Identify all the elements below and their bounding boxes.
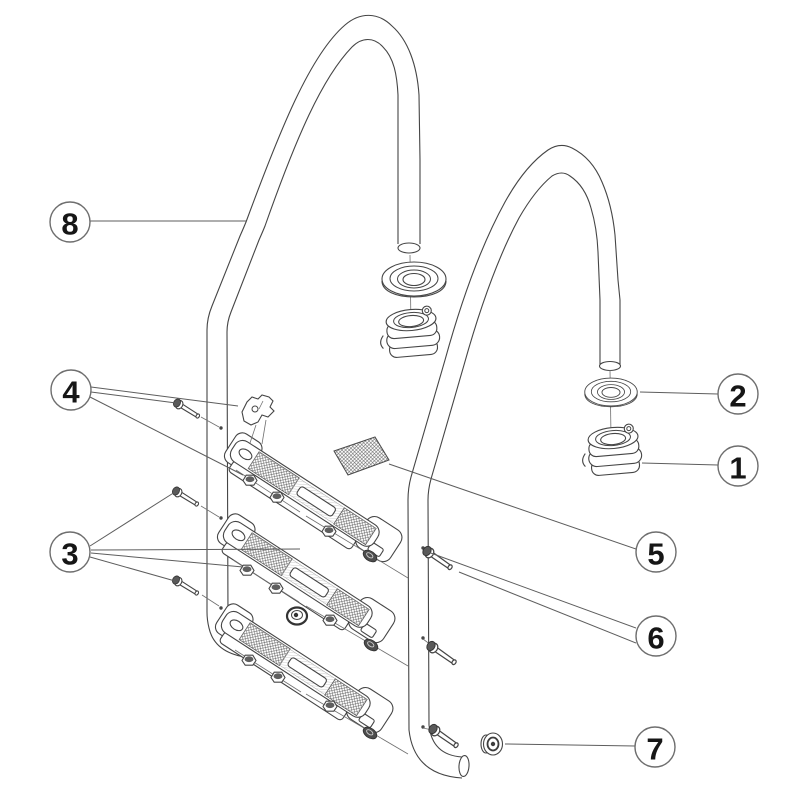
rubber-bumper bbox=[480, 732, 504, 756]
callout-8: 8 bbox=[49, 201, 91, 243]
callout-5-label: 5 bbox=[647, 537, 664, 572]
leader-3a bbox=[89, 491, 176, 547]
callout-2-circle bbox=[717, 373, 759, 415]
anchor-socket-left bbox=[377, 304, 442, 360]
leader-1 bbox=[641, 462, 719, 466]
callout-7: 7 bbox=[634, 726, 676, 768]
callout-6-label: 6 bbox=[647, 621, 664, 656]
leader-lines bbox=[89, 220, 719, 747]
step-screw-right-2 bbox=[424, 639, 460, 668]
callout-5: 5 bbox=[635, 531, 677, 573]
mounting-clamp bbox=[241, 394, 275, 445]
deck-flange-left bbox=[381, 261, 447, 298]
rail-tube-end-bottom-right bbox=[458, 754, 470, 778]
callout-1: 1 bbox=[717, 445, 759, 487]
leader-3b bbox=[90, 548, 301, 551]
leader-4c bbox=[89, 396, 244, 476]
callout-5-circle bbox=[635, 531, 677, 573]
callout-6-circle bbox=[635, 615, 677, 657]
callout-7-label: 7 bbox=[646, 732, 663, 767]
rail-tube-end-top-left bbox=[397, 242, 421, 254]
callout-6: 6 bbox=[635, 615, 677, 657]
leader-4b bbox=[90, 391, 177, 404]
step-screw-right-1 bbox=[420, 544, 456, 573]
rail-tube-end-top-right bbox=[598, 360, 622, 372]
right-handrail bbox=[407, 144, 622, 779]
callout-3-circle bbox=[49, 531, 91, 573]
callout-4: 4 bbox=[50, 369, 92, 411]
callout-2-label: 2 bbox=[729, 379, 746, 414]
callout-1-circle bbox=[717, 445, 759, 487]
leader-2 bbox=[639, 391, 719, 395]
callout-2: 2 bbox=[717, 373, 759, 415]
callout-7-circle bbox=[634, 726, 676, 768]
leader-7 bbox=[504, 743, 636, 747]
anchor-socket-right bbox=[579, 422, 644, 478]
callout-8-circle bbox=[49, 201, 91, 243]
leader-3c bbox=[90, 552, 244, 568]
callout-4-circle bbox=[50, 369, 92, 411]
step-screw-left-2 bbox=[170, 485, 202, 509]
callout-8-label: 8 bbox=[61, 207, 78, 242]
deck-flange-right bbox=[584, 377, 638, 408]
callout-1-label: 1 bbox=[729, 451, 746, 486]
callout-3-label: 3 bbox=[61, 537, 78, 572]
leader-3d bbox=[89, 556, 176, 582]
step-knob-cap bbox=[285, 606, 309, 626]
tread-pad bbox=[333, 436, 390, 476]
leader-6b bbox=[458, 571, 637, 644]
callout-3: 3 bbox=[49, 531, 91, 573]
step-screw-left-3 bbox=[170, 574, 202, 598]
leader-5 bbox=[388, 463, 637, 550]
rail-hole-dots bbox=[219, 426, 425, 729]
callout-4-label: 4 bbox=[62, 375, 80, 410]
leader-4a bbox=[90, 386, 239, 407]
leader-6a bbox=[427, 551, 637, 629]
